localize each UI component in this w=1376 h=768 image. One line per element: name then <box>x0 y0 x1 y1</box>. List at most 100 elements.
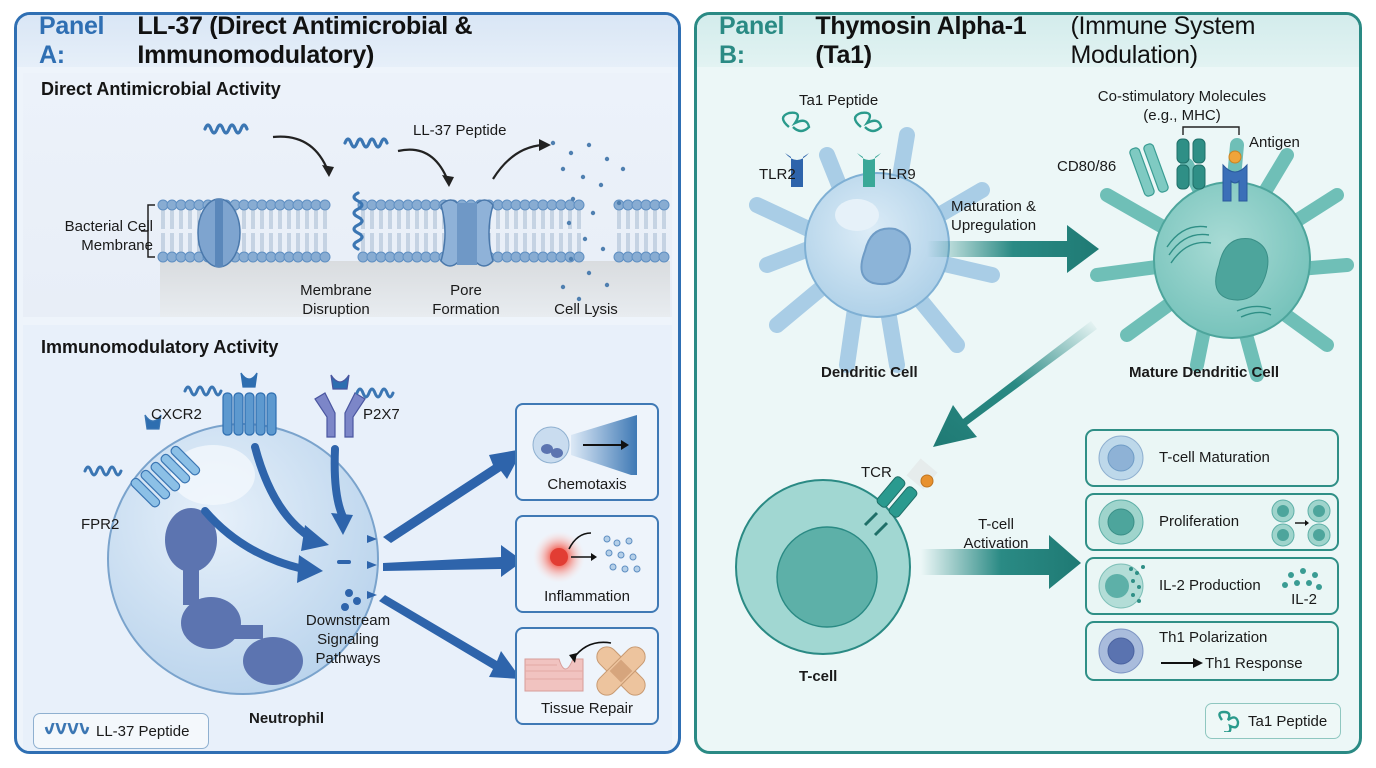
receptor-label-cxcr2: CXCR2 <box>151 406 202 423</box>
debris-dot <box>580 174 586 180</box>
lipid-tail <box>179 210 183 252</box>
th1-response-label: Th1 Response <box>1205 655 1303 672</box>
proliferation-icon <box>1098 499 1331 547</box>
lipid-tail <box>662 210 666 252</box>
debris-dot <box>566 220 572 226</box>
lipid-tail <box>496 210 500 252</box>
peptide-label: LL-37 Peptide <box>413 122 507 139</box>
lipid-tail <box>397 210 401 252</box>
step-cell-lysis: Cell Lysis <box>554 301 618 318</box>
debris-dot <box>620 166 626 172</box>
lipid-head <box>658 199 670 211</box>
legend-ta1: Ta1 Peptide <box>1205 703 1341 739</box>
lipid-tail <box>568 210 572 252</box>
card-label: Th1 Polarization <box>1159 629 1268 646</box>
panel-b-header: Panel B: Thymosin Alpha-1 (Ta1) (Immune … <box>697 12 1359 69</box>
membrane-bracket <box>141 204 155 258</box>
ll37-helix-icon <box>343 137 389 149</box>
debris-dot <box>560 284 566 290</box>
lipid-tail <box>305 210 309 252</box>
card-proliferation: Proliferation <box>1085 493 1339 551</box>
card-label: Proliferation <box>1159 513 1240 530</box>
signaling-label: Downstream Signaling Pathways <box>293 611 403 668</box>
lipid-head <box>319 251 331 263</box>
panel-a: Panel A: LL-37 (Direct Antimicrobial & I… <box>14 12 681 754</box>
lipid-tail <box>361 210 365 252</box>
coiled-peptide-icon <box>1218 710 1240 732</box>
debris-dot <box>560 166 566 172</box>
lipid-tail <box>523 210 527 252</box>
il2-sub-label: IL-2 <box>1291 591 1317 608</box>
tlr9-receptor-icon <box>857 153 881 187</box>
tissue-repair-icon <box>524 641 646 696</box>
direct-antimicrobial-section: Direct Antimicrobial Activity <box>23 73 672 319</box>
step-membrane-disruption: Membrane Disruption <box>291 281 381 319</box>
ll37-helix-icon <box>183 385 223 397</box>
lipid-tail <box>433 210 437 252</box>
ll37-helix-icon <box>203 123 249 135</box>
tcell-label: T-cell <box>799 668 838 685</box>
outcome-label: Chemotaxis <box>547 476 627 493</box>
tlr2-label: TLR2 <box>759 166 796 183</box>
maturation-line: Maturation & <box>951 198 1037 215</box>
lipid-tail <box>541 210 545 252</box>
lipid-tail <box>251 210 255 252</box>
helix-peptide-icon <box>44 723 90 735</box>
costim-line: (e.g., MHC) <box>1143 107 1221 124</box>
p2x7-receptor-icon <box>314 374 366 438</box>
lipid-tail <box>635 210 639 252</box>
debris-dot <box>590 210 596 216</box>
tlr2-receptor-icon <box>785 153 809 187</box>
activation-label: T-cell Activation <box>951 515 1041 553</box>
panel-a-title: LL-37 (Direct Antimicrobial & Immunomodu… <box>137 12 473 69</box>
debris-dot <box>604 156 610 162</box>
step-line: Pore <box>450 282 482 299</box>
ta1-peptide-icon <box>781 111 883 133</box>
section-title-direct: Direct Antimicrobial Activity <box>41 79 281 99</box>
debris-dot <box>582 236 588 242</box>
outcome-chemotaxis: Chemotaxis <box>515 403 659 501</box>
inflammation-icon <box>533 531 641 583</box>
outcome-inflammation: Inflammation <box>515 515 659 613</box>
lipid-tail <box>287 210 291 252</box>
activation-line: Activation <box>963 535 1029 552</box>
card-label: IL-2 Production <box>1159 577 1261 594</box>
outcome-label: Inflammation <box>544 588 630 605</box>
card-label: T-cell Maturation <box>1159 449 1270 466</box>
dendritic-cell <box>749 127 1000 373</box>
panel-b-title-bold: Thymosin Alpha-1 (Ta1) <box>815 12 1027 69</box>
lipid-tail <box>505 210 509 252</box>
outcome-tissue-repair: Tissue Repair <box>515 627 659 725</box>
lipid-tail <box>323 210 327 252</box>
legend-label: Ta1 Peptide <box>1248 712 1328 730</box>
mature-dendritic-cell-label: Mature Dendritic Cell <box>1129 364 1280 381</box>
debris-dot <box>598 182 604 188</box>
card-il2-production: IL-2 Production IL-2 <box>1085 557 1339 615</box>
membrane-label: Bacterial Cell Membrane <box>41 217 153 255</box>
section-title-immuno: Immunomodulatory Activity <box>41 337 279 357</box>
neutrophil-label: Neutrophil <box>249 710 324 727</box>
antigen-mhc-icon <box>1222 150 1248 202</box>
card-tcell-maturation: T-cell Maturation <box>1085 429 1339 487</box>
lipid-tail <box>161 210 165 252</box>
lipid-tail <box>296 210 300 252</box>
ta1-peptide-label: Ta1 Peptide <box>799 92 879 109</box>
lipid-head <box>573 199 585 211</box>
lipid-tail <box>550 210 554 252</box>
lipid-tail <box>577 210 581 252</box>
ll37-helix-icon <box>355 387 395 399</box>
tcr-label: TCR <box>861 464 892 481</box>
costim-label: Co-stimulatory Molecules (e.g., MHC) <box>1097 87 1267 125</box>
maturation-arrow-icon <box>927 225 1099 273</box>
curved-arrow-icon <box>272 135 330 172</box>
debris-dot <box>568 150 574 156</box>
lipid-tail <box>242 210 246 252</box>
membrane-illustration <box>141 123 670 317</box>
panel-b-title-normal: (Immune System Modulation) <box>1070 12 1256 69</box>
membrane-label-line1: Bacterial Cell <box>64 218 153 235</box>
neutrophil-illustration <box>83 372 523 695</box>
lipid-tail <box>653 210 657 252</box>
panel-a-prefix: Panel A: <box>39 12 105 69</box>
receptor-label-fpr2: FPR2 <box>81 516 120 533</box>
ll37-helix-inserted-icon <box>352 191 364 251</box>
